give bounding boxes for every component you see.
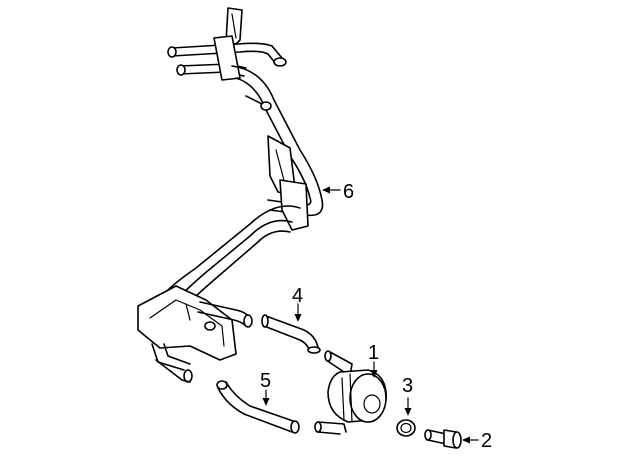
callout-label-5: 5 (260, 370, 271, 392)
callout-label-6: 6 (343, 181, 354, 203)
gasket (396, 419, 416, 437)
lower-pipe-bracket (279, 179, 309, 231)
upper-hose (261, 314, 321, 354)
bolt (424, 429, 462, 449)
callout-label-3: 3 (402, 375, 413, 397)
callout-label-2: 2 (481, 430, 492, 452)
callout-label-1: 1 (368, 342, 379, 364)
lower-bracket (137, 285, 237, 361)
callout-label-4: 4 (292, 285, 303, 307)
oil-cooler (314, 350, 388, 435)
mid-bracket (213, 35, 241, 81)
cooler-pipe-assembly (137, 7, 324, 383)
lower-hose (216, 380, 300, 434)
callout-arrows (262, 186, 479, 444)
